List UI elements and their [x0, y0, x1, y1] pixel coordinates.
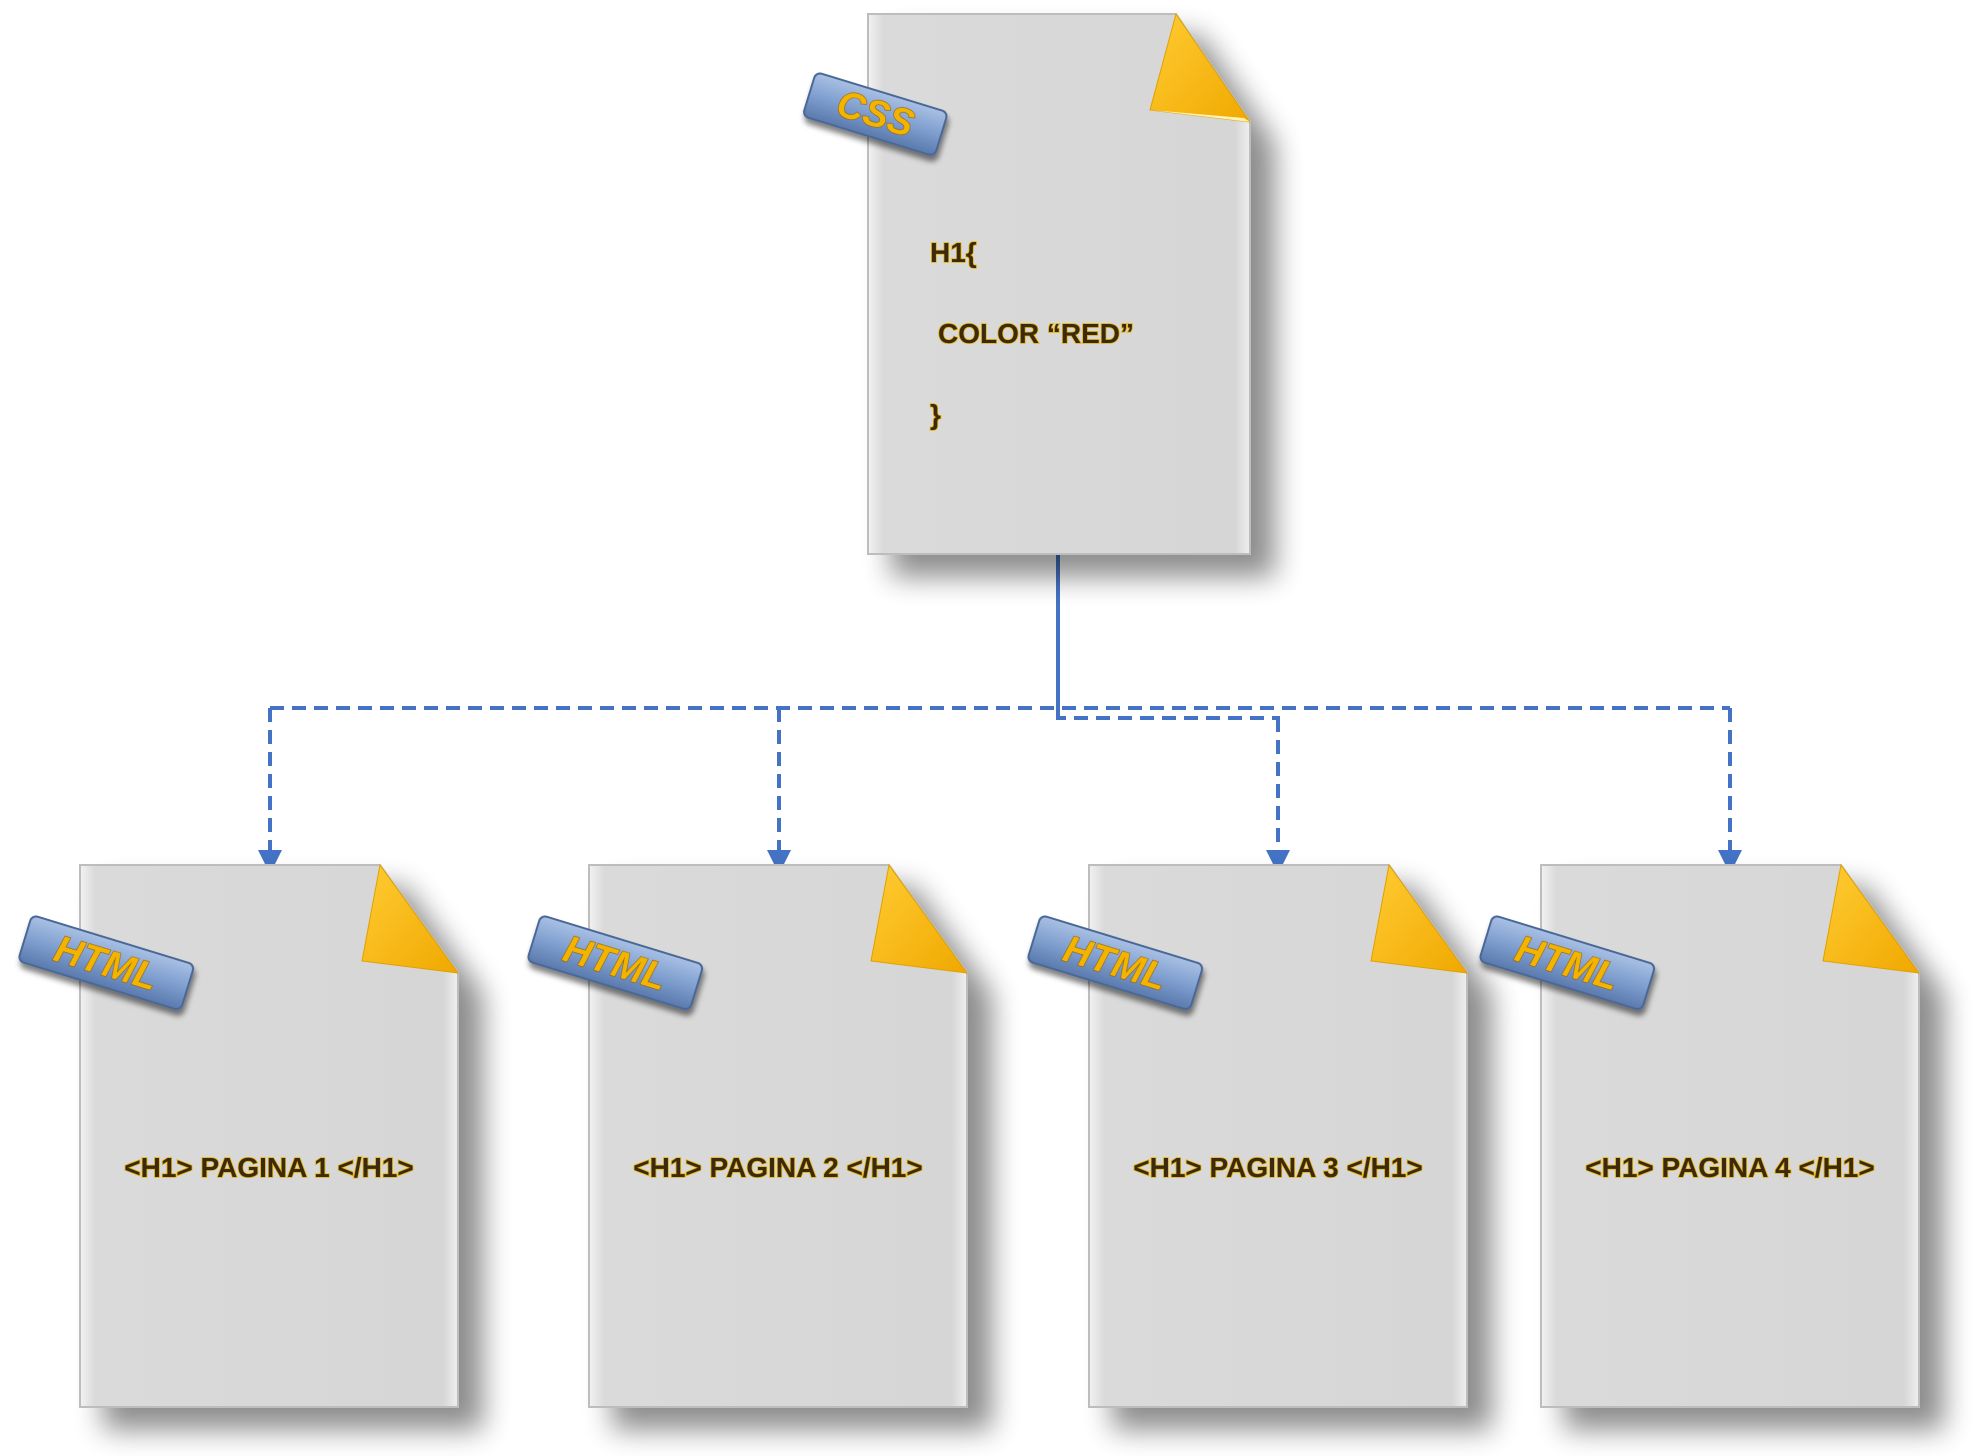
branch-horizontal-line-lower: [1056, 712, 1280, 722]
page-fold-icon: [1822, 863, 1921, 974]
html-badge: HTML: [1479, 915, 1656, 1011]
html-page-content: <H1> PAGINA 4 </H1>: [1585, 1152, 1874, 1183]
css-page-body: [867, 13, 1251, 555]
html-document-1: HTML <H1> PAGINA 1 </H1>: [18, 863, 460, 1408]
html-page-content: <H1> PAGINA 3 </H1>: [1133, 1152, 1422, 1183]
html-page-content: <H1> PAGINA 1 </H1>: [124, 1152, 413, 1183]
page-fold-icon: [361, 863, 460, 974]
css-code-line-1: H1{: [930, 237, 977, 268]
html-document-4: HTML <H1> PAGINA 4 </H1>: [1479, 863, 1921, 1408]
connectors: [258, 555, 1742, 874]
html-document-3: HTML <H1> PAGINA 3 </H1>: [1027, 863, 1469, 1408]
page-fold-icon: [1370, 863, 1469, 974]
css-code-line-3: }: [930, 399, 941, 430]
page-fold-icon: [870, 863, 969, 974]
html-page-content: <H1> PAGINA 2 </H1>: [633, 1152, 922, 1183]
css-document: CSS H1{ COLOR “RED” }: [803, 12, 1252, 555]
html-document-2: HTML <H1> PAGINA 2 </H1>: [527, 863, 969, 1408]
css-code-line-2: COLOR “RED”: [938, 318, 1134, 349]
